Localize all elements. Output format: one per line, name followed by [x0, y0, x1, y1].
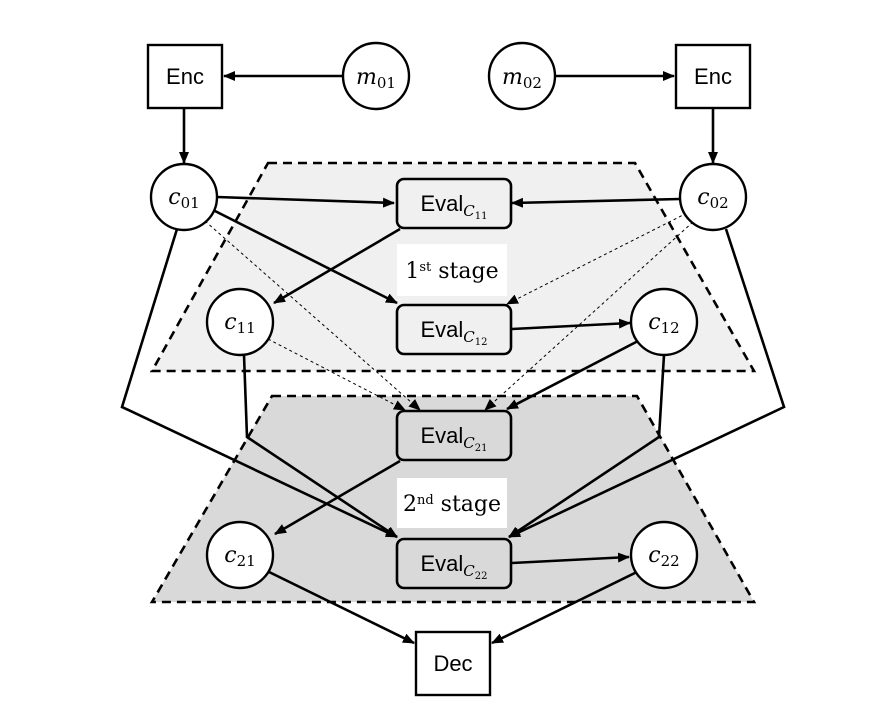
- eval-c11-node: EvalC11: [395, 177, 513, 230]
- c21-sub: 21: [237, 552, 256, 570]
- eval-c22-sub: C: [463, 562, 475, 580]
- svg-text:EvalC22: EvalC22: [420, 551, 487, 582]
- eval-c11-base: Eval: [420, 191, 463, 216]
- c02-base: c: [697, 185, 709, 210]
- svg-text:m01: m01: [356, 65, 396, 92]
- edge-evalc11-c11: [273, 227, 401, 305]
- dotted-edge-c02-evalc21: [484, 221, 694, 411]
- solid-edges: [120, 71, 786, 645]
- c21-node: c21: [205, 520, 275, 590]
- edge-c02-evalc22: [508, 228, 786, 539]
- edge-c11-evalc22: [242, 354, 398, 539]
- svg-text:c21: c21: [224, 543, 255, 570]
- dotted-edges: [204, 212, 694, 411]
- svg-text:c11: c11: [224, 310, 255, 337]
- edge-evalc22-c22: [511, 552, 630, 565]
- c12-node: c12: [629, 287, 699, 357]
- enc-right-label: Enc: [694, 64, 732, 89]
- edge-c01-evalc11: [216, 195, 395, 208]
- m01-sub: 01: [377, 74, 396, 92]
- dec-node: Dec: [414, 630, 492, 697]
- m02-sub: 02: [523, 74, 542, 92]
- stage-2-word: stage: [441, 492, 501, 517]
- enc-right-node: Enc: [674, 43, 752, 110]
- eval-c12-sub: C: [463, 328, 475, 346]
- m01-node: m01: [341, 41, 411, 111]
- dotted-edge-c02-evalc12: [506, 212, 688, 305]
- eval-c11-subsub: 11: [475, 211, 488, 222]
- svg-text:c22: c22: [648, 543, 679, 570]
- svg-text:c12: c12: [648, 310, 679, 337]
- enc-left-label: Enc: [166, 64, 204, 89]
- m01-base: m: [356, 65, 377, 90]
- svg-text:c02: c02: [697, 185, 728, 212]
- edge-c12-evalc21: [506, 338, 641, 411]
- edge-c12-evalc22: [508, 354, 666, 539]
- eval-c12-base: Eval: [420, 317, 463, 342]
- c12-sub: 12: [661, 319, 680, 337]
- stage-2-number: 2: [403, 492, 417, 517]
- stage-1-ordinal: st: [419, 260, 432, 275]
- stage-2-ordinal: nd: [417, 493, 434, 508]
- eval-c21-node: EvalC21: [395, 409, 513, 462]
- eval-c11-sub: C: [463, 202, 475, 220]
- stage-1-number: 1: [405, 259, 419, 284]
- svg-text:EvalC21: EvalC21: [420, 423, 487, 454]
- edge-c22-dec: [491, 570, 638, 645]
- stage-2-label-bg: [397, 478, 507, 528]
- eval-c22-subsub: 22: [475, 571, 488, 582]
- c22-sub: 22: [661, 552, 680, 570]
- edge-c21-dec: [264, 568, 415, 645]
- c22-node: c22: [629, 520, 699, 590]
- c02-sub: 02: [710, 194, 729, 212]
- eval-c21-subsub: 21: [475, 443, 488, 454]
- m02-node: m02: [487, 41, 557, 111]
- svg-text:c01: c01: [168, 185, 199, 212]
- stage-1-word: stage: [438, 259, 498, 284]
- eval-c22-base: Eval: [420, 551, 463, 576]
- svg-text:m02: m02: [502, 65, 542, 92]
- dec-label: Dec: [433, 651, 472, 676]
- c11-node: c11: [205, 287, 275, 357]
- c01-base: c: [168, 185, 180, 210]
- edge-c01-evalc12: [212, 208, 398, 305]
- enc-left-node: Enc: [146, 43, 224, 110]
- eval-c12-subsub: 12: [475, 337, 488, 348]
- dotted-edge-c11-evalc21: [267, 338, 406, 411]
- eval-c12-node: EvalC12: [395, 303, 513, 356]
- c02-node: c02: [678, 162, 748, 232]
- edge-c01-evalc22: [120, 228, 398, 539]
- c22-base: c: [648, 543, 660, 568]
- c11-sub: 11: [237, 319, 256, 337]
- c01-sub: 01: [181, 194, 200, 212]
- svg-text:EvalC12: EvalC12: [420, 317, 487, 348]
- edge-evalc12-c12: [511, 318, 631, 331]
- c11-base: c: [224, 310, 236, 335]
- eval-c21-base: Eval: [420, 423, 463, 448]
- c21-base: c: [224, 543, 236, 568]
- stage-1-label-bg: [397, 244, 507, 296]
- eval-c22-node: EvalC22: [395, 537, 513, 590]
- c01-node: c01: [149, 162, 219, 232]
- c12-base: c: [648, 310, 660, 335]
- eval-c21-sub: C: [463, 434, 475, 452]
- svg-text:EvalC11: EvalC11: [420, 191, 487, 222]
- m02-base: m: [502, 65, 523, 90]
- edge-c02-evalc11: [511, 197, 681, 208]
